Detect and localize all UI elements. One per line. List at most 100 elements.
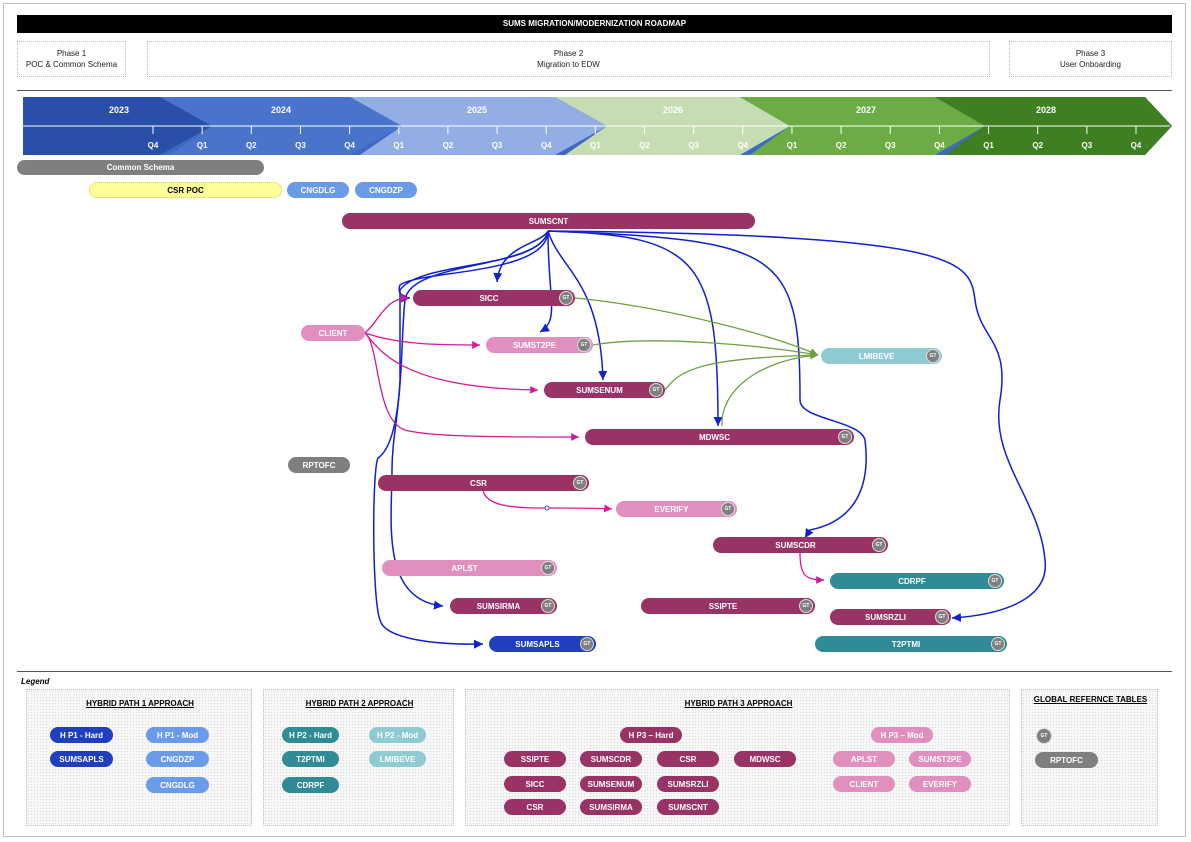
phase-3-box: Phase 3 User Onboarding	[1009, 41, 1172, 77]
legend-hp3-item: SSIPTE	[504, 751, 566, 767]
bar-common-schema-label: Common Schema	[106, 163, 175, 172]
year-2024: 2024	[271, 105, 291, 115]
quarter-label: Q3	[492, 141, 503, 150]
gt-icon: GT	[926, 349, 940, 363]
phase-3-desc: User Onboarding	[1060, 60, 1121, 69]
bar-sumsapls: SUMSAPLS GT	[489, 636, 596, 652]
legend-title: Legend	[21, 677, 50, 686]
bar-cngdlg: CNGDLG	[287, 182, 349, 198]
legend-hp3-item: SUMSRZLI	[657, 776, 719, 792]
bar-everify-label: EVERIFY	[654, 504, 689, 514]
quarter-label: Q4	[541, 141, 552, 150]
gt-icon: GT	[541, 599, 555, 613]
bar-sumscnt: SUMSCNT	[342, 213, 755, 229]
bar-sumsenum-label: SUMSENUM	[576, 385, 623, 395]
legend-hp1-mod: H P1 - Mod	[146, 727, 209, 743]
phase-1-label: Phase 1	[56, 49, 87, 58]
phase-2-desc: Migration to EDW	[537, 60, 600, 69]
gt-icon: GT	[1036, 728, 1052, 744]
legend-hp3-item: SUMSCNT	[657, 799, 719, 815]
divider-legend	[17, 671, 1172, 672]
quarter-label: Q1	[393, 141, 404, 150]
quarter-label: Q1	[983, 141, 994, 150]
legend-hp3-item: CSR	[657, 751, 719, 767]
bar-sumsapls-label: SUMSAPLS	[515, 639, 560, 649]
legend-hp3-item: CLIENT	[833, 776, 895, 792]
quarter-label: Q2	[1032, 141, 1043, 150]
legend-hp3-item: SICC	[504, 776, 566, 792]
quarter-label: Q4	[344, 141, 355, 150]
bar-lmibeve-label: LMIBEVE	[858, 351, 895, 361]
bar-sumsrzli: SUMSRZLI GT	[830, 609, 951, 625]
divider-top	[17, 90, 1172, 91]
legend-hp3-item: EVERIFY	[909, 776, 971, 792]
bar-aplst-label: APLST	[451, 563, 478, 573]
quarter-label: Q2	[639, 141, 650, 150]
legend-global-heading: GLOBAL REFERNCE TABLES	[1033, 695, 1148, 704]
legend-hp2-item: CDRPF	[282, 777, 339, 793]
legend-hp2-hard: H P2 - Hard	[282, 727, 339, 743]
legend-global-box: GLOBAL REFERNCE TABLES GT RPTOFC	[1021, 689, 1158, 826]
quarter-label: Q3	[295, 141, 306, 150]
gt-icon: GT	[935, 610, 949, 624]
legend-hp3-heading: HYBRID PATH 3 APPROACH	[684, 699, 793, 708]
bar-sumst2pe-label: SUMST2PE	[512, 340, 557, 350]
gt-icon: GT	[541, 561, 555, 575]
gt-icon: GT	[991, 637, 1005, 651]
bar-sicc: SICC GT	[413, 290, 575, 306]
legend-hp3-item: SUMSENUM	[580, 776, 642, 792]
quarter-label: Q3	[885, 141, 896, 150]
legend-hp2-mod: H P2 - Mod	[369, 727, 426, 743]
gt-icon: GT	[580, 637, 594, 651]
bar-client: CLIENT	[301, 325, 365, 341]
legend-hp3-mod: H P3 – Mod	[871, 727, 933, 743]
bar-common-schema: Common Schema	[17, 160, 264, 175]
phase-2-label: Phase 2	[553, 49, 584, 58]
bar-sumsirma: SUMSIRMA GT	[450, 598, 557, 614]
legend-hp2-item: LMIBEVE	[369, 751, 426, 767]
legend-hp3-item: APLST	[833, 751, 895, 767]
legend-hp1-item: CNGDZP	[146, 751, 209, 767]
legend-hp1-heading: HYBRID PATH 1 APPROACH	[86, 699, 194, 708]
phase-1-box: Phase 1 POC & Common Schema	[17, 41, 126, 77]
bar-sumsirma-label: SUMSIRMA	[476, 601, 521, 611]
bar-sumscdr-label: SUMSCDR	[775, 540, 816, 550]
phase-2-box: Phase 2 Migration to EDW	[147, 41, 990, 77]
bar-cngdzp-label: CNGDZP	[369, 185, 403, 195]
legend-hp3-item: SUMSCDR	[580, 751, 642, 767]
bar-sumsrzli-label: SUMSRZLI	[865, 612, 906, 622]
bar-csr-poc-label: CSR POC	[167, 185, 204, 195]
quarter-label: Q1	[590, 141, 601, 150]
gt-icon: GT	[838, 430, 852, 444]
legend-hp3-hard: H P3 – Hard	[620, 727, 682, 743]
year-2023: 2023	[109, 105, 129, 115]
legend-hp2-heading: HYBRID PATH 2 APPROACH	[305, 699, 414, 708]
legend-hp3-item: SUMSIRMA	[580, 799, 642, 815]
legend-hp1-hard: H P1 - Hard	[50, 727, 113, 743]
legend-hp1-item: CNGDLG	[146, 777, 209, 793]
bar-rptofc-label: RPTOFC	[302, 460, 336, 470]
quarter-label: Q2	[246, 141, 257, 150]
bar-sicc-label: SICC	[479, 293, 499, 303]
quarter-label: Q4	[737, 141, 748, 150]
quarter-label: Q4	[148, 141, 159, 150]
gt-icon: GT	[559, 291, 573, 305]
quarter-label: Q1	[197, 141, 208, 150]
quarter-label: Q2	[836, 141, 847, 150]
gt-icon: GT	[721, 502, 735, 516]
legend-hp3-item: SUMST2PE	[909, 751, 971, 767]
quarter-label: Q1	[787, 141, 798, 150]
legend-global-rptofc: RPTOFC	[1035, 752, 1098, 768]
bar-csr-label: CSR	[470, 478, 487, 488]
bar-everify: EVERIFY GT	[616, 501, 737, 517]
bar-t2ptmi-label: T2PTMI	[891, 639, 921, 649]
bar-aplst: APLST GT	[382, 560, 557, 576]
legend-hp3-item: MDWSC	[734, 751, 796, 767]
page-frame	[3, 3, 1186, 837]
